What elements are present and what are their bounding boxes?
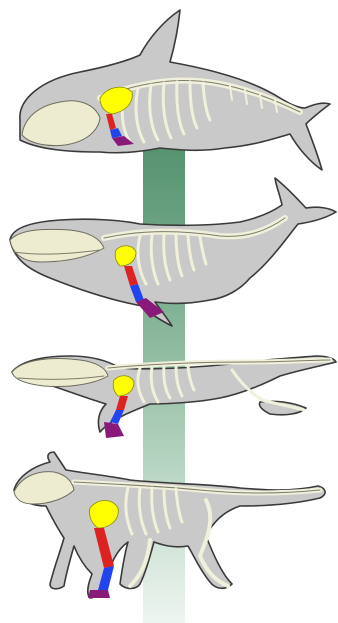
orca-skeleton-icon xyxy=(20,10,330,170)
hand xyxy=(88,590,110,598)
hand xyxy=(104,422,124,438)
